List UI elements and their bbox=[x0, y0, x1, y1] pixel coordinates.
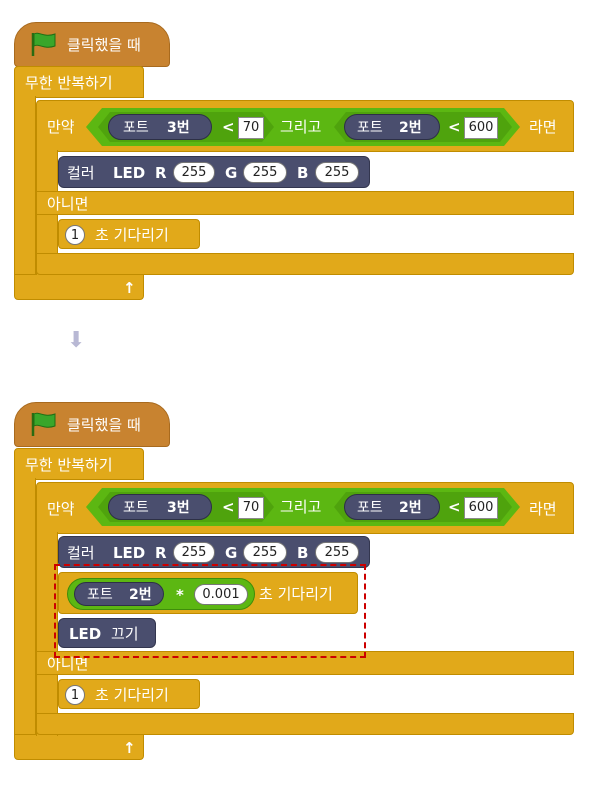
forever-loop-arm bbox=[14, 96, 36, 276]
off-label: 끄기 bbox=[111, 625, 139, 643]
less-than-operator-right[interactable]: 포트 2번 < 600 bbox=[334, 492, 512, 522]
color-led-block[interactable]: 컬러 LED R 255 G 255 B 255 bbox=[58, 536, 370, 568]
port-text: 포트 bbox=[357, 500, 383, 516]
left-op: < bbox=[222, 118, 235, 136]
r-label: R bbox=[155, 164, 167, 182]
if-label: 만약 bbox=[47, 118, 75, 136]
b-label: B bbox=[297, 164, 309, 182]
else-block: 아니면 bbox=[36, 191, 574, 215]
else-label: 아니면 bbox=[47, 195, 89, 213]
left-value-input[interactable]: 70 bbox=[238, 117, 264, 139]
wait-value-input[interactable]: 1 bbox=[65, 225, 85, 245]
forever-loop-block[interactable]: 무한 반복하기 bbox=[14, 66, 144, 98]
g-label: G bbox=[225, 164, 238, 182]
color-prefix: 컬러 bbox=[67, 164, 95, 182]
if-footer bbox=[36, 713, 574, 735]
port-num: 3번 bbox=[167, 120, 190, 136]
port-num: 3번 bbox=[167, 500, 190, 516]
port-3-sensor[interactable]: 포트 3번 bbox=[108, 494, 212, 520]
right-op: < bbox=[448, 498, 461, 516]
if-label: 만약 bbox=[47, 500, 75, 518]
port-num: 2번 bbox=[399, 500, 422, 516]
r-input[interactable]: 255 bbox=[173, 162, 215, 183]
forever-label: 무한 반복하기 bbox=[25, 74, 113, 92]
multiply-sign: * bbox=[176, 586, 184, 604]
program-bottom: 클릭했을 때 무한 반복하기 ↑ 만약 라면 아니면 포트 3번 < 70 그리… bbox=[0, 380, 613, 780]
forever-loop-arm bbox=[14, 478, 36, 736]
if-arm bbox=[36, 532, 58, 736]
port-2-sensor[interactable]: 포트 2번 bbox=[74, 582, 164, 606]
left-op: < bbox=[222, 498, 235, 516]
green-flag-icon bbox=[29, 31, 57, 57]
color-led-block[interactable]: 컬러 LED R 255 G 255 B 255 bbox=[58, 156, 370, 188]
forever-loop-footer: ↑ bbox=[14, 734, 144, 760]
port-text: 포트 bbox=[123, 120, 149, 136]
forever-label: 무한 반복하기 bbox=[25, 456, 113, 474]
right-value-input[interactable]: 600 bbox=[464, 497, 498, 519]
else-block: 아니면 bbox=[36, 651, 574, 675]
b-input[interactable]: 255 bbox=[315, 162, 359, 183]
green-flag-icon bbox=[29, 411, 57, 437]
when-flag-clicked-block[interactable]: 클릭했을 때 bbox=[14, 22, 170, 67]
wait-value-input[interactable]: 1 bbox=[65, 685, 85, 705]
g-input[interactable]: 255 bbox=[243, 542, 287, 563]
loop-arrow-icon: ↑ bbox=[123, 739, 136, 757]
port-text: 포트 bbox=[357, 120, 383, 136]
color-prefix: 컬러 bbox=[67, 544, 95, 562]
less-than-operator-left[interactable]: 포트 3번 < 70 bbox=[98, 492, 274, 522]
port-text: 포트 bbox=[123, 500, 149, 516]
and-operator[interactable]: 포트 3번 < 70 그리고 포트 2번 < 600 bbox=[86, 488, 520, 526]
forever-loop-block[interactable]: 무한 반복하기 bbox=[14, 448, 144, 480]
b-label: B bbox=[297, 544, 309, 562]
g-label: G bbox=[225, 544, 238, 562]
wait-label: 초 기다리기 bbox=[259, 585, 333, 603]
if-footer bbox=[36, 253, 574, 275]
wait-seconds-block[interactable]: 1 초 기다리기 bbox=[58, 679, 200, 709]
right-value-input[interactable]: 600 bbox=[464, 117, 498, 139]
port-2-sensor[interactable]: 포트 2번 bbox=[344, 494, 440, 520]
down-arrow-icon: ⬇ bbox=[67, 328, 86, 353]
port-3-sensor[interactable]: 포트 3번 bbox=[108, 114, 212, 140]
and-label: 그리고 bbox=[280, 498, 322, 516]
event-label: 클릭했을 때 bbox=[67, 36, 141, 54]
less-than-operator-left[interactable]: 포트 3번 < 70 bbox=[98, 112, 274, 142]
forever-loop-footer: ↑ bbox=[14, 274, 144, 300]
and-operator[interactable]: 포트 3번 < 70 그리고 포트 2번 < 600 bbox=[86, 108, 520, 146]
port-num: 2번 bbox=[399, 120, 422, 136]
port-num: 2번 bbox=[129, 587, 152, 603]
led-label: LED bbox=[113, 164, 146, 182]
and-label: 그리고 bbox=[280, 118, 322, 136]
multiply-operator[interactable]: 포트 2번 * 0.001 bbox=[67, 578, 255, 610]
event-label: 클릭했을 때 bbox=[67, 416, 141, 434]
wait-label: 초 기다리기 bbox=[95, 226, 169, 244]
g-input[interactable]: 255 bbox=[243, 162, 287, 183]
b-input[interactable]: 255 bbox=[315, 542, 359, 563]
right-op: < bbox=[448, 118, 461, 136]
else-label: 아니면 bbox=[47, 655, 89, 673]
highlight-box bbox=[54, 564, 366, 658]
then-label: 라면 bbox=[529, 118, 557, 136]
factor-input[interactable]: 0.001 bbox=[194, 584, 248, 605]
port-text: 포트 bbox=[87, 587, 113, 603]
program-top: 클릭했을 때 무한 반복하기 ↑ 만약 라면 아니면 포트 3번 < 70 그리… bbox=[0, 0, 613, 310]
wait-seconds-block[interactable]: 1 초 기다리기 bbox=[58, 219, 200, 249]
r-label: R bbox=[155, 544, 167, 562]
led-off-block[interactable]: LED 끄기 bbox=[58, 618, 156, 648]
when-flag-clicked-block[interactable]: 클릭했을 때 bbox=[14, 402, 170, 447]
led-label: LED bbox=[113, 544, 146, 562]
r-input[interactable]: 255 bbox=[173, 542, 215, 563]
then-label: 라면 bbox=[529, 500, 557, 518]
wait-label: 초 기다리기 bbox=[95, 686, 169, 704]
left-value-input[interactable]: 70 bbox=[238, 497, 264, 519]
port-2-sensor[interactable]: 포트 2번 bbox=[344, 114, 440, 140]
led-label: LED bbox=[69, 625, 102, 643]
loop-arrow-icon: ↑ bbox=[123, 279, 136, 297]
less-than-operator-right[interactable]: 포트 2번 < 600 bbox=[334, 112, 512, 142]
wait-seconds-block[interactable]: 포트 2번 * 0.001 초 기다리기 bbox=[58, 572, 358, 614]
